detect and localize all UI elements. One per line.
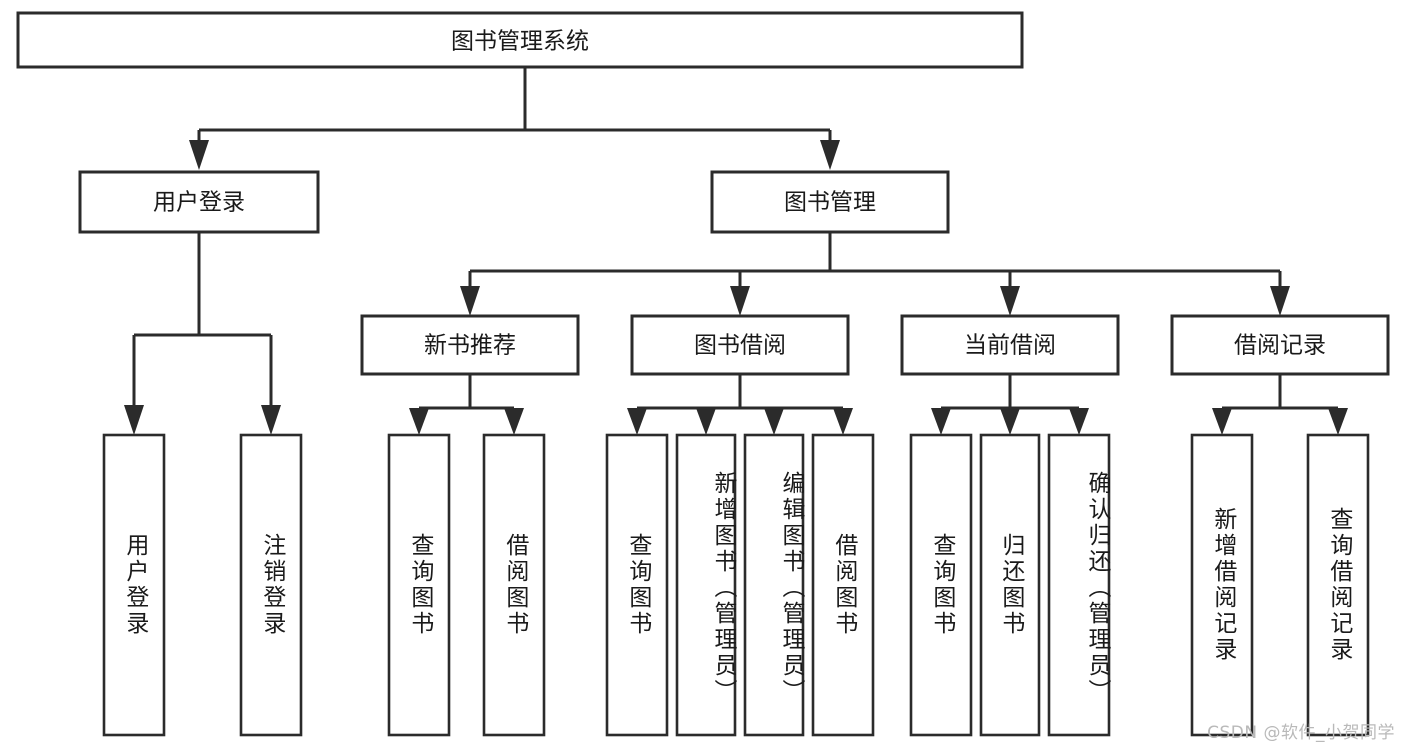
leaf-box-bb-4[interactable]: [811, 433, 875, 737]
node-book-borrow-box[interactable]: [630, 314, 850, 376]
arrow-head-level2-2: [820, 140, 840, 170]
node-root[interactable]: 图书管理系统: [16, 11, 1024, 69]
leaf-box-br-1[interactable]: [1190, 433, 1254, 737]
arrow-head-cb-1: [931, 408, 951, 435]
connector-current-borrow-to-leaves: [931, 374, 1089, 435]
leaf-box-bb-2[interactable]: [675, 433, 737, 737]
leaf-box-bb-1[interactable]: [605, 433, 669, 737]
node-root-label: 图书管理系统: [451, 29, 589, 55]
leaf-box-user-login-1[interactable]: [102, 433, 166, 737]
node-current-borrow-label: 当前借阅: [964, 333, 1056, 359]
arrow-head-bb-2: [696, 408, 716, 435]
connector-book-borrow-to-leaves: [627, 374, 853, 435]
node-borrow-record-box[interactable]: [1170, 314, 1390, 376]
leaf-box-bb-3[interactable]: [743, 433, 805, 737]
arrow-head-level3-1: [460, 286, 480, 316]
node-book-borrow-label: 图书借阅: [694, 333, 786, 359]
leaf-box-user-login-2[interactable]: [239, 433, 303, 737]
node-book-management-label: 图书管理: [784, 190, 876, 216]
arrow-head-nbr-2: [504, 408, 524, 435]
arrow-head-cb-2: [1000, 408, 1020, 435]
arrow-head-bb-1: [627, 408, 647, 435]
connector-book-management-to-level3: [460, 232, 1290, 316]
arrow-head-level2-1: [189, 140, 209, 170]
arrow-head-user-login-1: [124, 405, 144, 435]
node-current-borrow-box[interactable]: [900, 314, 1120, 376]
leaf-box-nbr-2[interactable]: [482, 433, 546, 737]
node-new-book-recommend[interactable]: 新书推荐: [360, 314, 580, 376]
node-borrow-record-label: 借阅记录: [1234, 333, 1326, 359]
arrow-head-level3-4: [1270, 286, 1290, 316]
node-root-box[interactable]: [16, 11, 1024, 69]
arrow-head-cb-3: [1069, 408, 1089, 435]
connector-root-to-level2: [189, 67, 840, 170]
leaf-box-nbr-1[interactable]: [387, 433, 451, 737]
connector-borrow-record-to-leaves: [1212, 374, 1348, 435]
node-new-book-recommend-label: 新书推荐: [424, 333, 516, 359]
connector-user-login-to-leaves: [124, 232, 281, 435]
node-new-book-recommend-box[interactable]: [360, 314, 580, 376]
leaf-box-cb-3[interactable]: [1047, 433, 1111, 737]
arrow-head-bb-3: [764, 408, 784, 435]
arrow-head-user-login-2: [261, 405, 281, 435]
node-user-login[interactable]: 用户登录: [78, 170, 320, 234]
node-user-login-label: 用户登录: [153, 190, 245, 216]
watermark-text: CSDN @软件_小贺同学: [1207, 723, 1395, 743]
node-book-management[interactable]: 图书管理: [710, 170, 950, 234]
node-current-borrow[interactable]: 当前借阅: [900, 314, 1120, 376]
node-borrow-record[interactable]: 借阅记录: [1170, 314, 1390, 376]
leaf-box-br-2[interactable]: [1306, 433, 1370, 737]
arrow-head-br-2: [1328, 408, 1348, 435]
arrow-head-bb-4: [833, 408, 853, 435]
leaf-box-cb-2[interactable]: [979, 433, 1041, 737]
node-book-management-box[interactable]: [710, 170, 950, 234]
connector-new-book-recommend-to-leaves: [409, 374, 524, 435]
leaf-box-cb-1[interactable]: [909, 433, 973, 737]
node-book-borrow[interactable]: 图书借阅: [630, 314, 850, 376]
arrow-head-br-1: [1212, 408, 1232, 435]
arrow-head-nbr-1: [409, 408, 429, 435]
arrow-head-level3-2: [730, 286, 750, 316]
arrow-head-level3-3: [1000, 286, 1020, 316]
